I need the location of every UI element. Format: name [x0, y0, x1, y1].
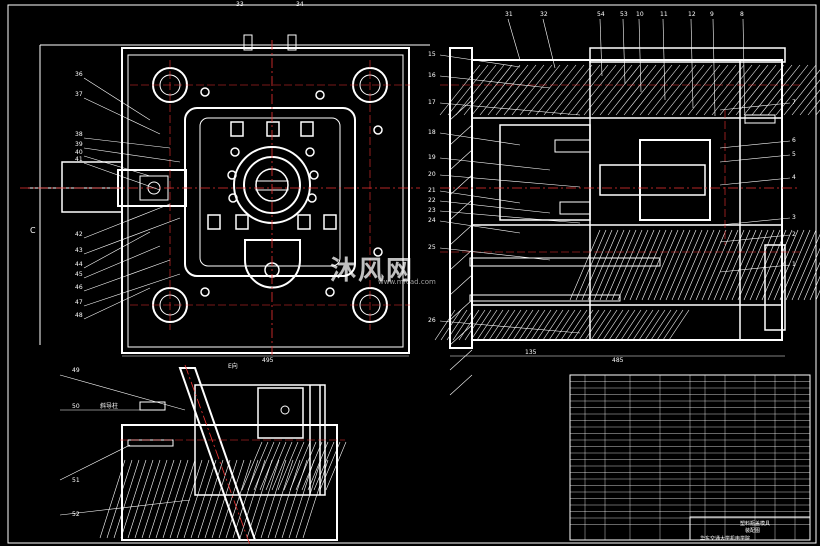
callout-37: 37	[75, 91, 83, 98]
callout-8: 8	[740, 11, 744, 18]
watermark: 沐风网	[330, 256, 415, 286]
callout-5: 5	[792, 151, 796, 158]
callout-33: 33	[236, 1, 244, 8]
detail-note: 斜导柱	[100, 403, 119, 410]
callout-11: 11	[660, 11, 668, 18]
detail-view	[59, 364, 347, 546]
watermark-url: www.mfcad.com	[378, 278, 436, 286]
callout-17: 17	[428, 99, 436, 106]
callout-19: 19	[428, 154, 436, 161]
callout-22: 22	[428, 197, 436, 204]
callout-9: 9	[710, 11, 714, 18]
callout-36: 36	[75, 71, 83, 78]
title-drawing-name: 塑料瓶盖模具	[740, 521, 771, 527]
callout-3: 3	[792, 214, 796, 221]
callout-40: 40	[75, 149, 83, 156]
callout-10: 10	[636, 11, 644, 18]
callout-7: 7	[792, 99, 796, 106]
front-view	[20, 34, 420, 357]
callout-53: 53	[620, 11, 628, 18]
callout-18: 18	[428, 129, 436, 136]
drawing-border	[7, 4, 817, 544]
callout-6: 6	[792, 137, 796, 144]
dim-side-right: 485	[612, 357, 624, 364]
callout-12: 12	[688, 11, 696, 18]
callout-46: 46	[75, 284, 83, 291]
title-sub: 装配图	[745, 528, 761, 534]
callout-32: 32	[540, 11, 548, 18]
callout-54: 54	[597, 11, 605, 18]
callout-38: 38	[75, 131, 83, 138]
title-block	[569, 374, 811, 541]
dim-side-left: 135	[525, 349, 537, 356]
callout-23: 23	[428, 207, 436, 214]
callout-31: 31	[505, 11, 513, 18]
callout-44: 44	[75, 261, 83, 268]
callout-1: 1	[792, 261, 796, 268]
detail-title: E向	[228, 363, 238, 370]
left-edge-mark: C	[30, 226, 36, 235]
callout-20: 20	[428, 171, 436, 178]
dim-front-width: 495	[262, 357, 274, 364]
callout-50: 50	[72, 403, 80, 410]
callout-43: 43	[75, 247, 83, 254]
callout-25: 25	[428, 244, 436, 251]
callout-47: 47	[75, 299, 83, 306]
callout-52: 52	[72, 511, 80, 518]
callout-51: 51	[72, 477, 80, 484]
callout-2: 2	[792, 231, 796, 238]
callout-26: 26	[428, 317, 436, 324]
callout-48: 48	[75, 312, 83, 319]
callout-24: 24	[428, 217, 436, 224]
callout-4: 4	[792, 174, 796, 181]
callout-15: 15	[428, 51, 436, 58]
callout-16: 16	[428, 72, 436, 79]
title-school: 华东交通大学机电学院	[700, 536, 751, 542]
callout-34: 34	[296, 1, 304, 8]
callout-42: 42	[75, 231, 83, 238]
callout-21: 21	[428, 187, 436, 194]
callout-41: 41	[75, 156, 83, 163]
callout-45: 45	[75, 271, 83, 278]
section-view	[434, 47, 820, 396]
callout-49: 49	[72, 367, 80, 374]
callout-39: 39	[75, 141, 83, 148]
